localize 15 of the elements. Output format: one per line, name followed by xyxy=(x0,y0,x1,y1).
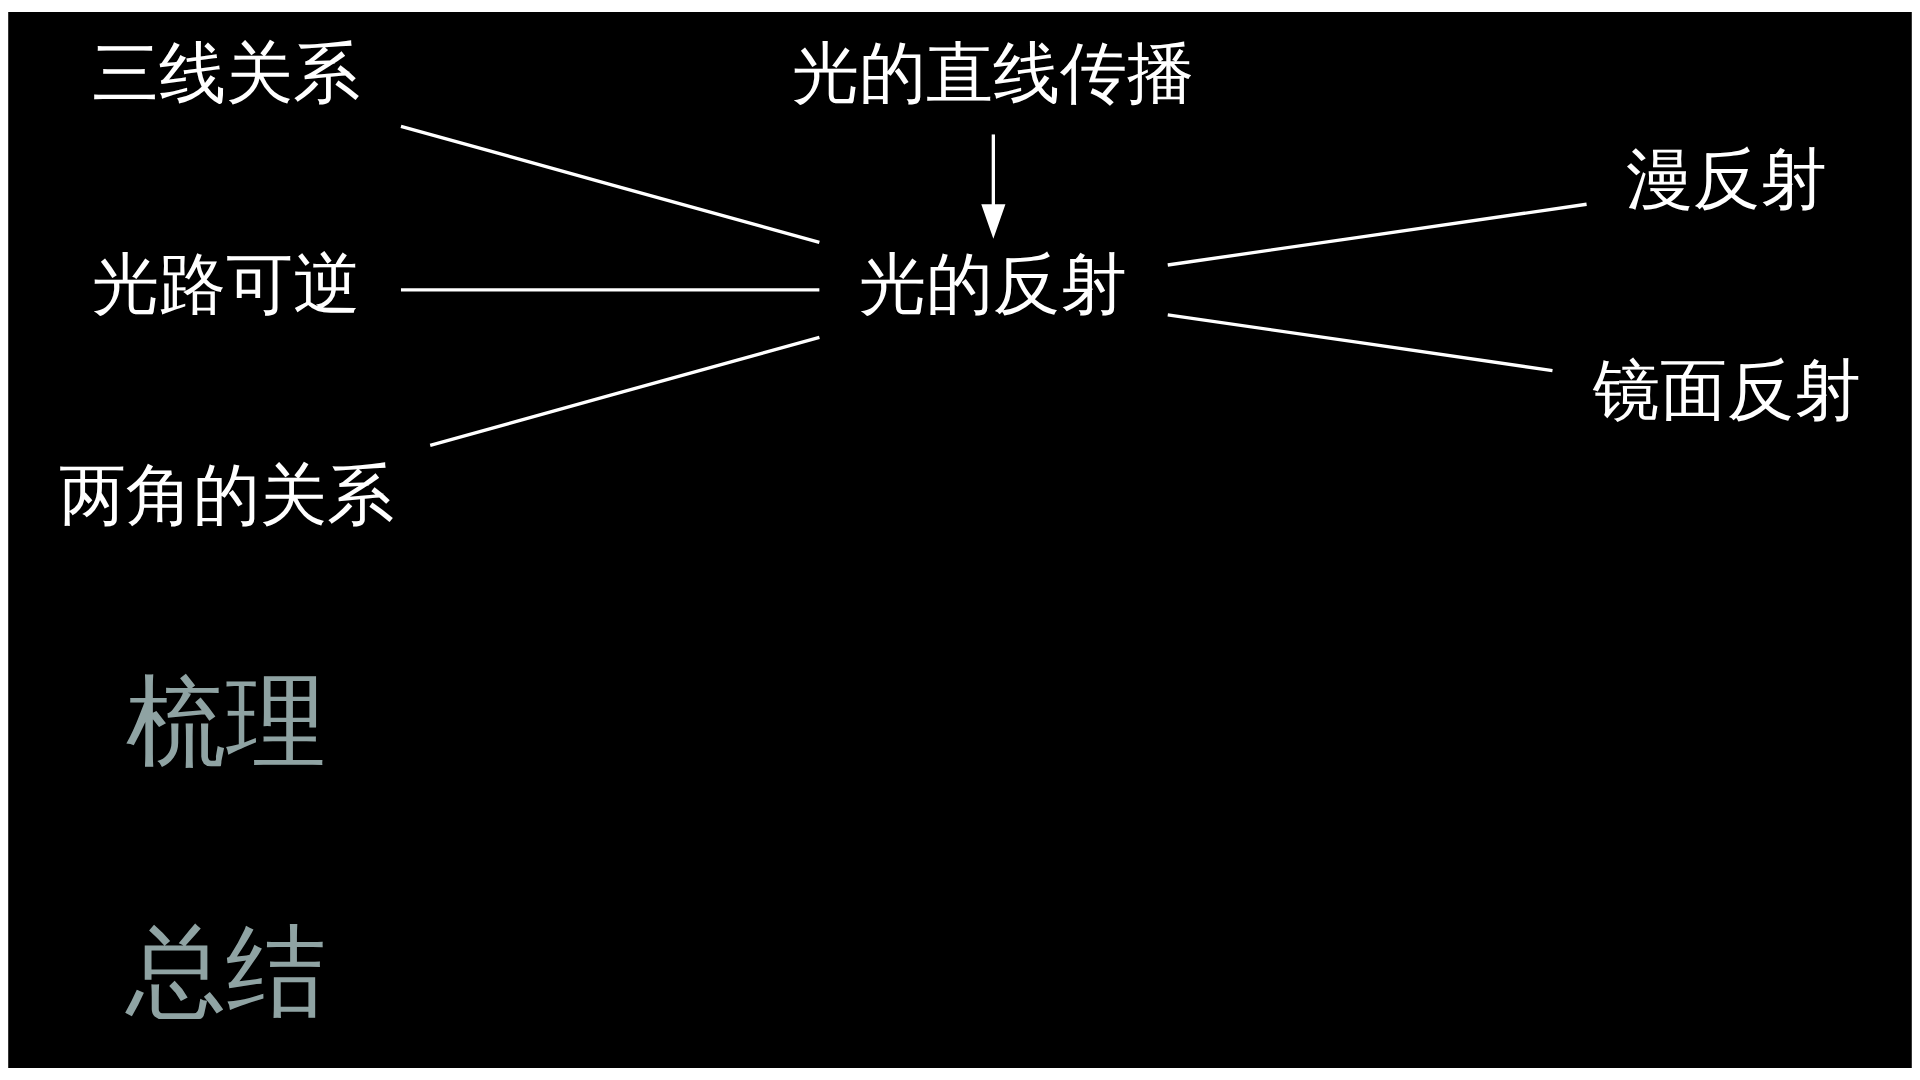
node-text: 镜面反射 xyxy=(1592,350,1861,429)
label: 总结 xyxy=(126,913,327,1031)
label: 梳理 xyxy=(126,663,327,781)
connector xyxy=(1167,313,1553,373)
connector xyxy=(429,335,820,447)
node-text: 两角的关系 xyxy=(58,456,394,535)
node-text: 光路可逆 xyxy=(92,245,361,324)
arrow xyxy=(981,134,1006,239)
connector xyxy=(400,124,820,244)
connector xyxy=(400,288,820,292)
node-text: 三线关系 xyxy=(92,33,361,112)
node-text: 光的反射 xyxy=(859,245,1128,324)
node-text: 光的直线传播 xyxy=(792,33,1195,112)
node-text: 漫反射 xyxy=(1626,139,1828,218)
connector xyxy=(1167,202,1587,267)
